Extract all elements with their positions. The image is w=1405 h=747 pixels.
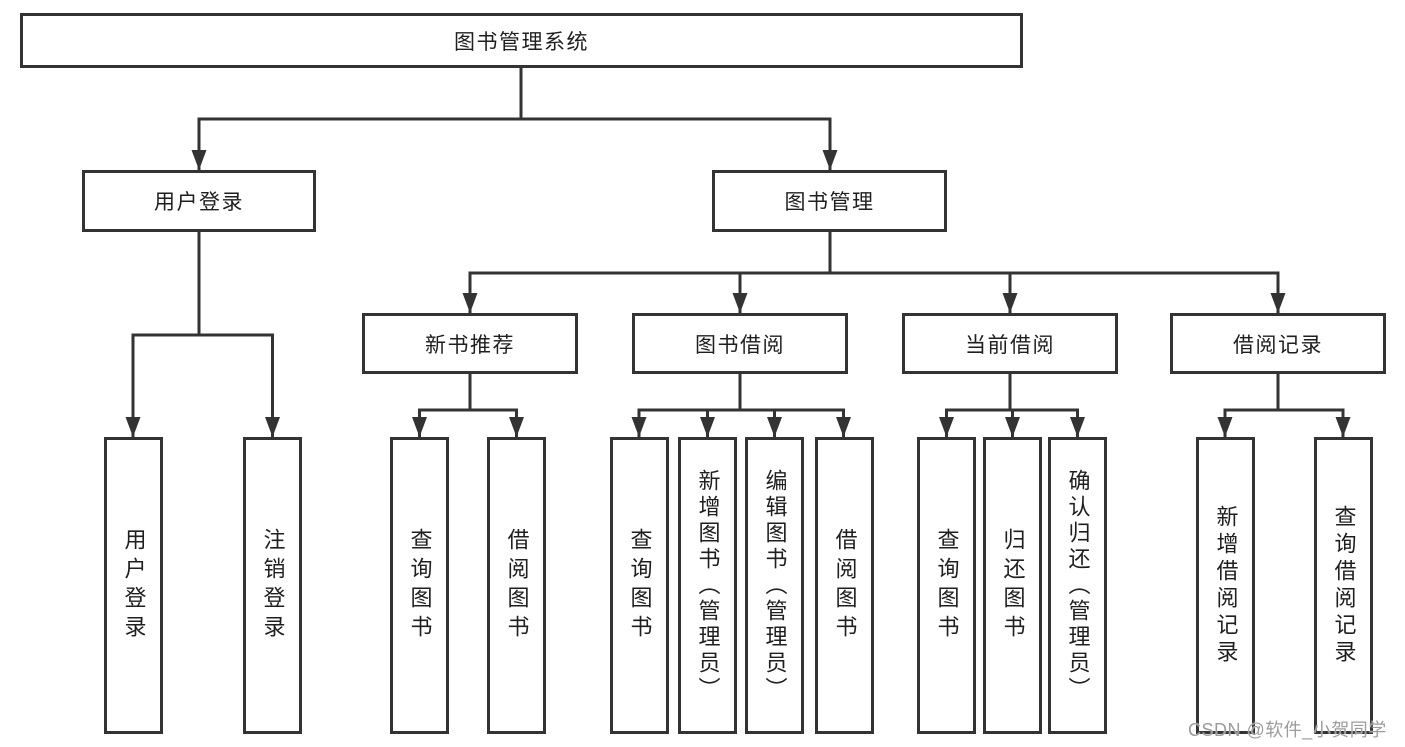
node-borrowing-records-label: 借阅记录 [1233,333,1323,357]
leaf-borrowing-query-books: 查询图书 [610,437,669,734]
leaf-add-borrow-record: 新增借阅记录 [1196,437,1255,734]
leaf-edit-books-admin: 编辑图书（管理员） [745,437,804,734]
leaf-current-query-books: 查询图书 [917,437,976,734]
leaf-user-login: 用户登录 [104,437,163,734]
node-book-borrowing: 图书借阅 [632,313,848,374]
leaf-add-borrow-record-label: 新增借阅记录 [1213,504,1239,667]
leaf-recommend-borrow-books-label: 借阅图书 [504,527,530,644]
leaf-add-books-admin-label: 新增图书（管理员） [695,468,721,703]
leaf-borrowing-query-books-label: 查询图书 [627,527,653,644]
csdn-watermark: CSDN @软件_小贺同学 [1188,720,1387,740]
leaf-current-query-books-label: 查询图书 [934,527,960,644]
node-user-login-group-label: 用户登录 [154,191,244,214]
node-book-borrowing-label: 图书借阅 [695,333,785,357]
leaf-logout: 注销登录 [243,437,302,734]
leaf-recommend-query-books: 查询图书 [390,437,449,734]
leaf-return-books: 归还图书 [983,437,1042,734]
leaf-confirm-return-admin-label: 确认归还（管理员） [1065,468,1091,703]
leaf-add-books-admin: 新增图书（管理员） [678,437,737,734]
node-user-login-group: 用户登录 [82,170,316,232]
node-library-system: 图书管理系统 [20,13,1023,68]
leaf-query-borrow-record: 查询借阅记录 [1314,437,1373,734]
leaf-borrowing-borrow-books: 借阅图书 [815,437,874,734]
node-library-system-label: 图书管理系统 [454,30,589,54]
leaf-confirm-return-admin: 确认归还（管理员） [1048,437,1107,734]
leaf-recommend-borrow-books: 借阅图书 [487,437,546,734]
leaf-logout-label: 注销登录 [260,527,286,644]
leaf-return-books-label: 归还图书 [1000,527,1026,644]
leaf-user-login-label: 用户登录 [121,527,147,644]
node-current-borrowing: 当前借阅 [902,313,1118,374]
node-borrowing-records: 借阅记录 [1170,313,1386,374]
node-new-book-recommendation: 新书推荐 [362,313,578,374]
node-new-book-recommendation-label: 新书推荐 [425,333,515,357]
leaf-borrowing-borrow-books-label: 借阅图书 [832,527,858,644]
leaf-query-borrow-record-label: 查询借阅记录 [1331,504,1357,667]
leaf-recommend-query-books-label: 查询图书 [407,527,433,644]
leaf-edit-books-admin-label: 编辑图书（管理员） [762,468,788,703]
node-current-borrowing-label: 当前借阅 [965,333,1055,357]
node-book-management: 图书管理 [712,170,947,232]
node-book-management-label: 图书管理 [784,191,875,214]
